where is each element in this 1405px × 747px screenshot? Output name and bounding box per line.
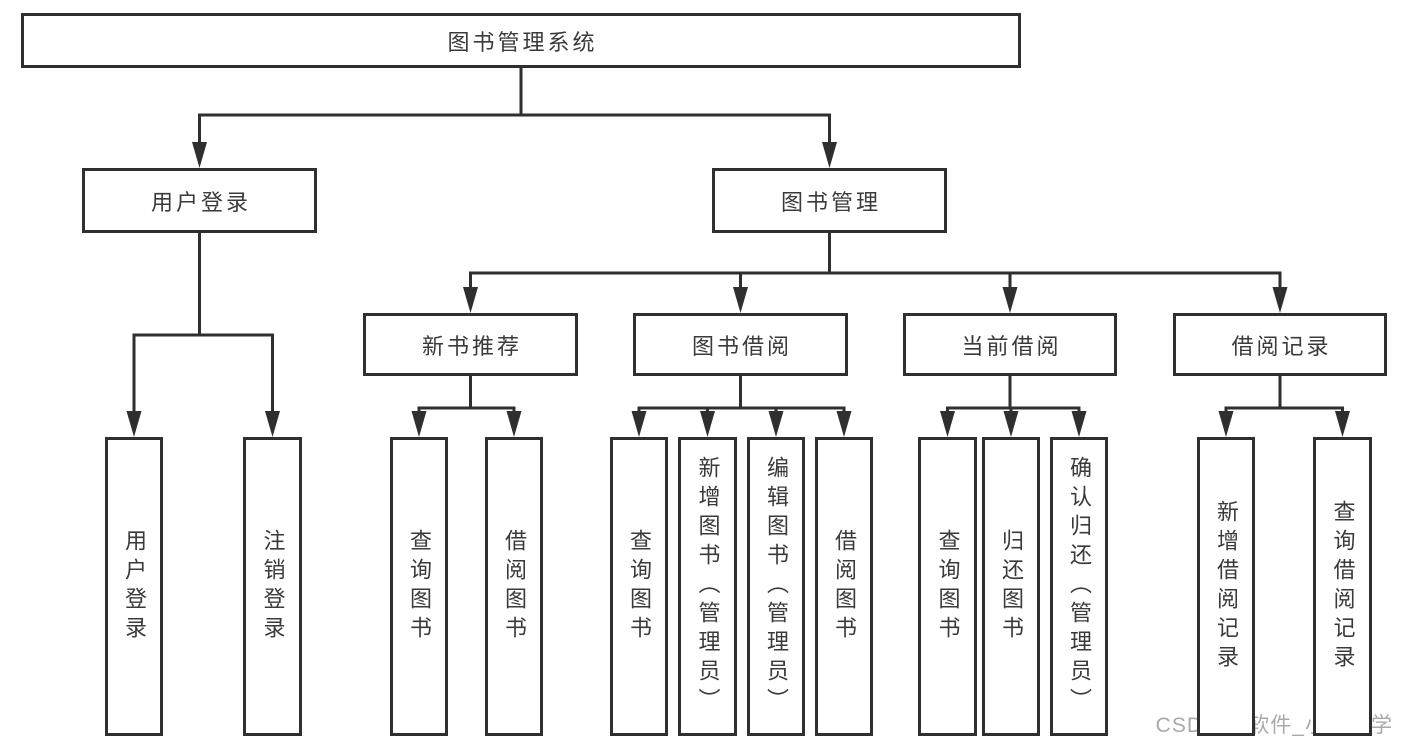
node-label: 图书借阅 xyxy=(691,333,792,359)
node-borrow-books-borrow: 借阅图书 xyxy=(815,437,873,736)
node-user-login: 用户登录 xyxy=(82,168,317,233)
node-user-login-leaf: 用户登录 xyxy=(105,437,163,736)
arrowhead xyxy=(940,411,955,437)
arrowhead xyxy=(836,411,852,437)
node-return-books: 归还图书 xyxy=(982,437,1040,736)
node-label: 图书管理系统 xyxy=(447,29,598,55)
arrowhead xyxy=(1218,411,1234,437)
node-book-mgmt: 图书管理 xyxy=(712,168,947,233)
node-label: 当前借阅 xyxy=(961,333,1062,359)
node-label: 借阅记录 xyxy=(1231,333,1332,359)
node-confirm-return-admin: 确认归还（管理员） xyxy=(1050,437,1108,736)
node-label: 确认归还（管理员） xyxy=(1067,456,1092,717)
node-label: 查询借阅记录 xyxy=(1330,499,1356,674)
node-label: 查询图书 xyxy=(935,528,961,645)
arrowhead xyxy=(411,411,427,437)
node-current-borrow: 当前借阅 xyxy=(903,313,1117,376)
node-logout-leaf: 注销登录 xyxy=(243,437,302,736)
node-label: 查询图书 xyxy=(407,528,432,645)
node-label: 编辑图书（管理员） xyxy=(764,456,789,717)
arrowhead xyxy=(126,411,142,437)
node-label: 借阅图书 xyxy=(832,528,857,645)
arrowhead xyxy=(463,287,478,313)
node-label: 图书管理 xyxy=(780,189,881,215)
node-root: 图书管理系统 xyxy=(21,13,1021,68)
node-query-books-borrow: 查询图书 xyxy=(610,437,668,736)
arrowhead xyxy=(822,142,837,168)
arrowhead xyxy=(733,287,748,313)
node-label: 用户登录 xyxy=(150,189,251,215)
node-borrow-records: 借阅记录 xyxy=(1173,313,1387,376)
node-new-book-rec: 新书推荐 xyxy=(363,313,578,376)
node-label: 查询图书 xyxy=(627,528,652,645)
node-label: 借阅图书 xyxy=(502,528,527,645)
arrowhead xyxy=(1002,287,1018,313)
node-label: 新增借阅记录 xyxy=(1214,499,1239,674)
node-add-borrow-record: 新增借阅记录 xyxy=(1197,437,1255,736)
arrowhead xyxy=(768,411,784,437)
node-query-books-rec: 查询图书 xyxy=(390,437,448,736)
arrowhead xyxy=(506,411,522,437)
arrowhead xyxy=(265,411,280,437)
node-label: 新书推荐 xyxy=(421,333,522,359)
node-query-books-current: 查询图书 xyxy=(918,437,977,736)
node-borrow-books-rec: 借阅图书 xyxy=(485,437,543,736)
arrowhead xyxy=(1071,411,1087,437)
node-label: 注销登录 xyxy=(260,528,286,645)
arrowhead xyxy=(192,142,207,168)
node-query-borrow-record: 查询借阅记录 xyxy=(1313,437,1372,736)
arrowhead xyxy=(1003,411,1019,437)
node-label: 新增图书（管理员） xyxy=(695,456,721,717)
node-edit-books-admin: 编辑图书（管理员） xyxy=(747,437,805,736)
arrowhead xyxy=(1272,287,1288,313)
arrowhead xyxy=(631,411,647,437)
node-add-books-admin: 新增图书（管理员） xyxy=(678,437,737,736)
node-book-borrow: 图书借阅 xyxy=(633,313,848,376)
arrowhead xyxy=(1335,411,1350,437)
arrowhead xyxy=(700,411,715,437)
node-label: 用户登录 xyxy=(122,528,147,645)
node-label: 归还图书 xyxy=(999,528,1024,645)
